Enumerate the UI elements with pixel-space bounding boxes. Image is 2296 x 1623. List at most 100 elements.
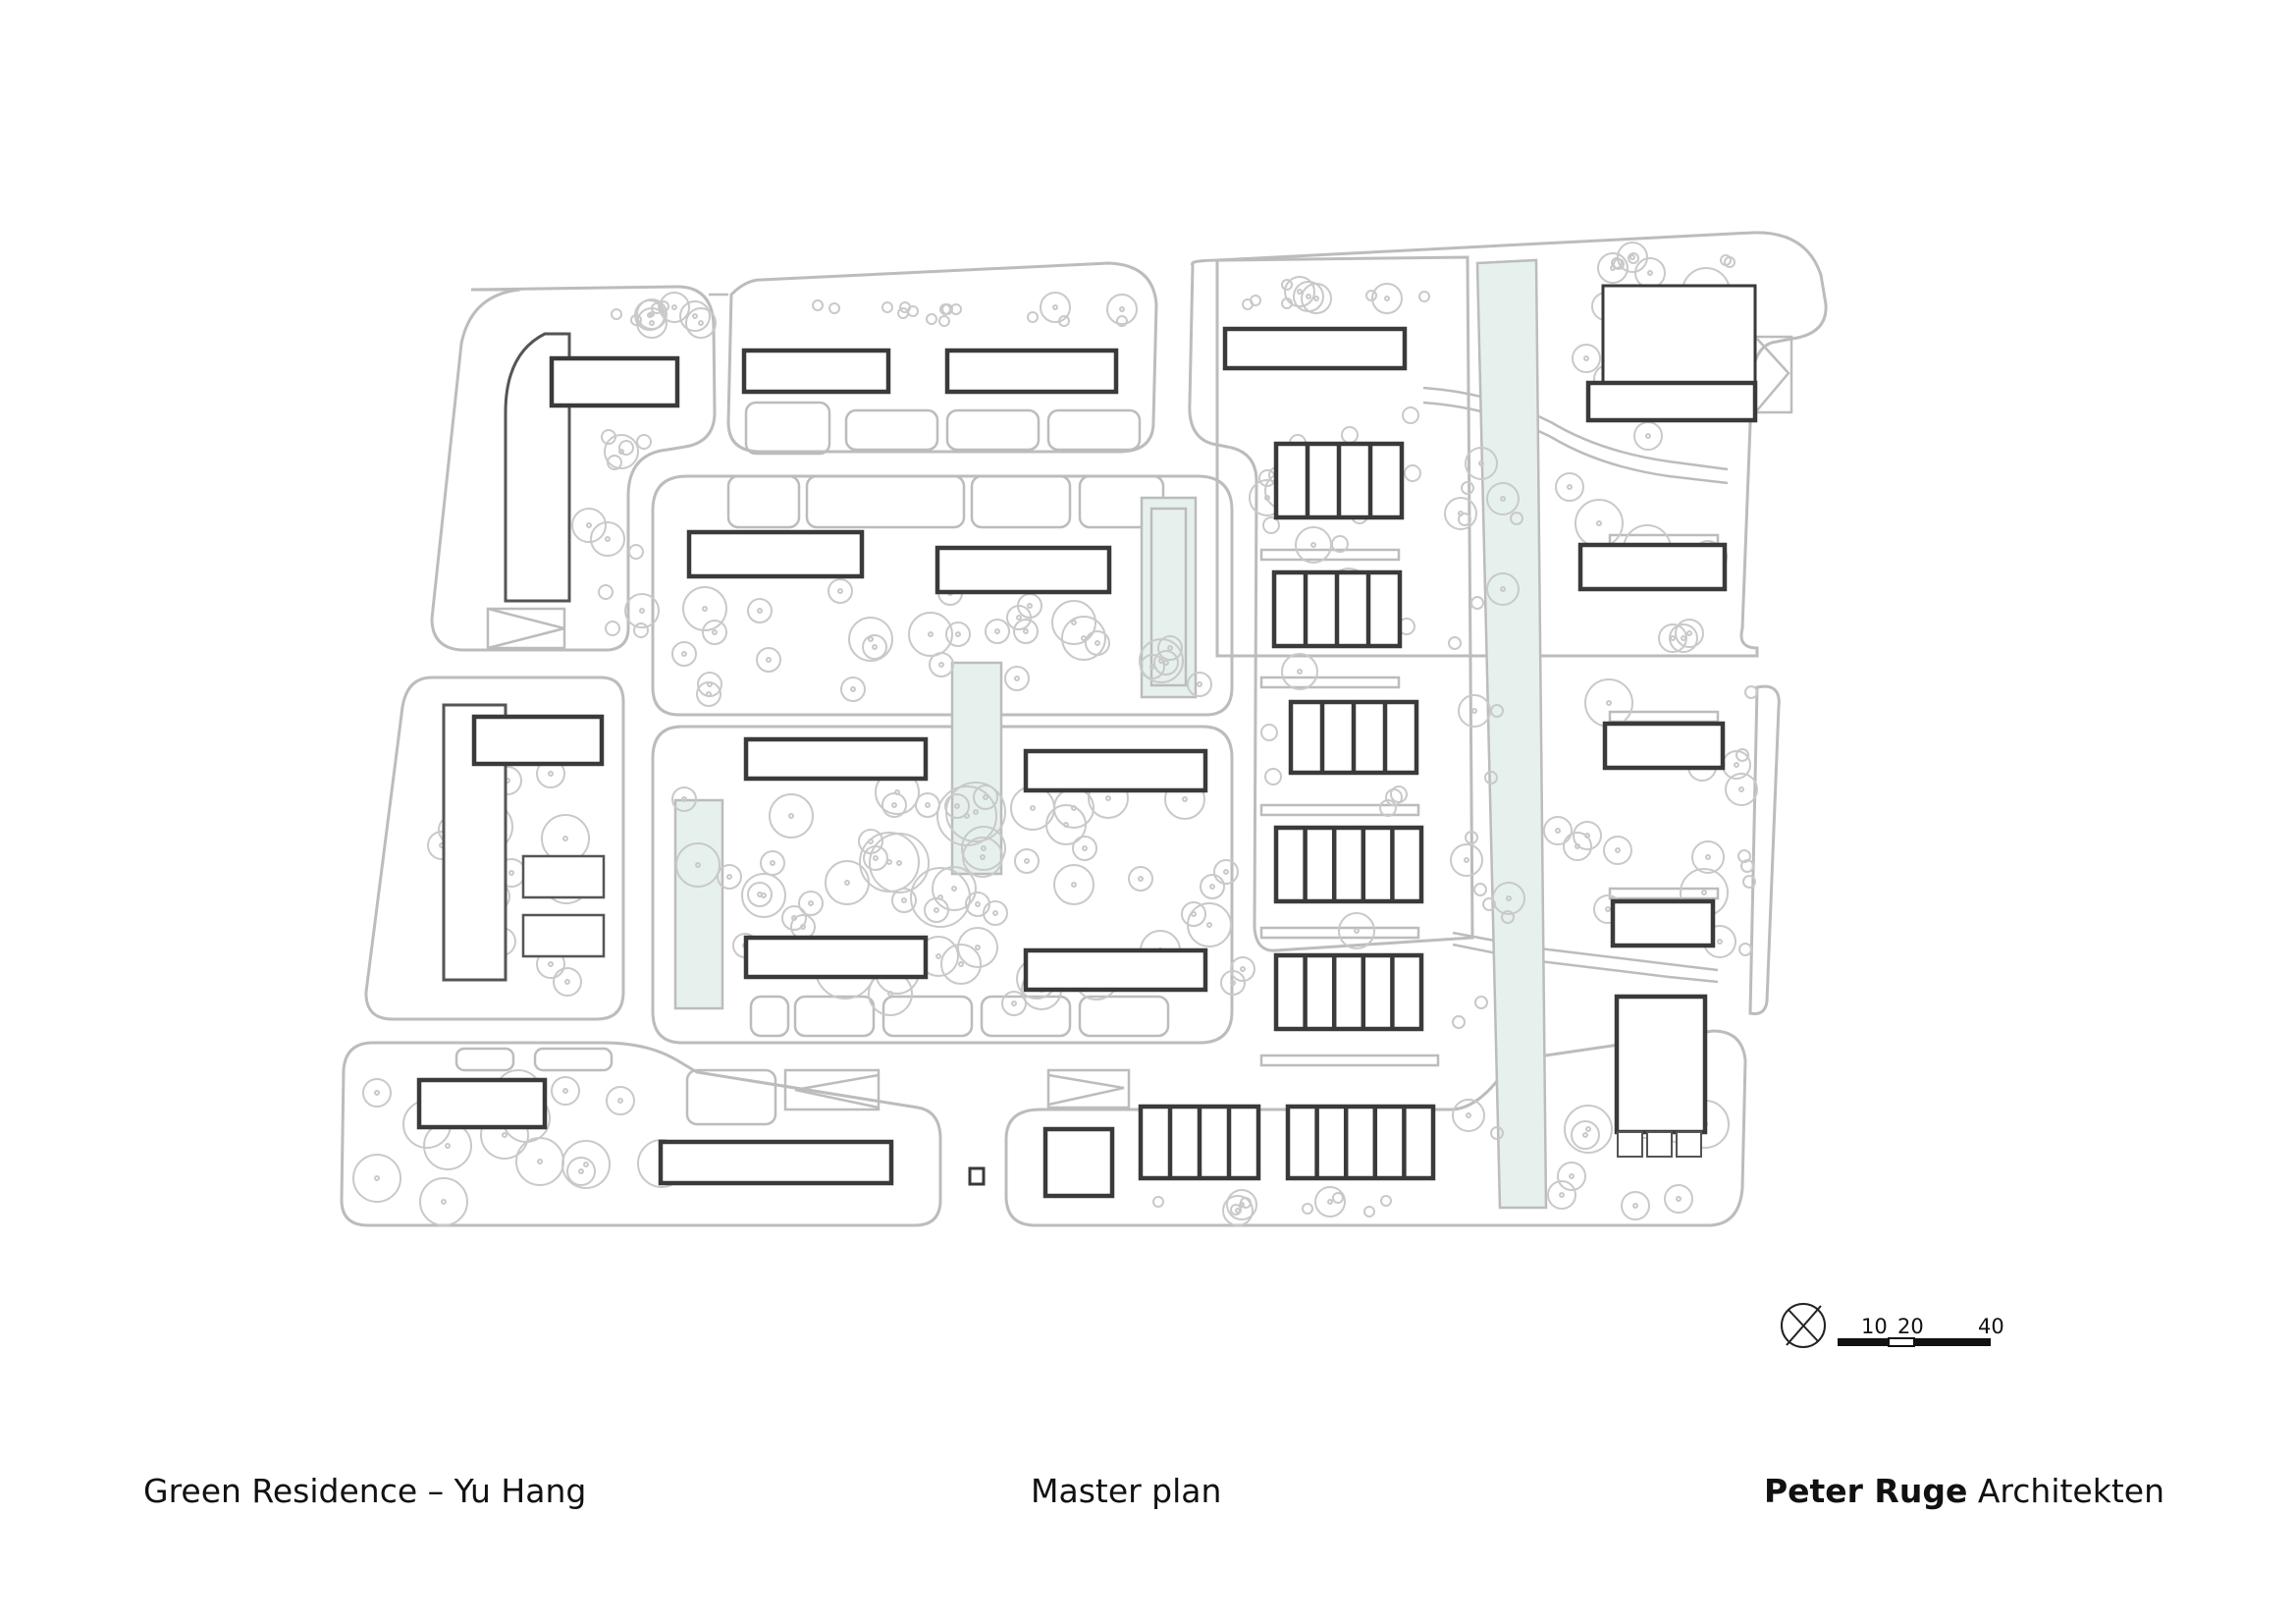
tree-250 bbox=[1557, 1162, 1586, 1191]
tree-center-56 bbox=[1197, 681, 1202, 687]
tree-24 bbox=[1058, 315, 1070, 327]
tree-center-78 bbox=[726, 874, 732, 880]
tree-17 bbox=[828, 302, 840, 314]
building-1 bbox=[549, 355, 680, 408]
tree-center-44 bbox=[712, 629, 718, 635]
building-e-tower bbox=[442, 703, 507, 982]
tree-56 bbox=[1187, 672, 1212, 697]
tree-69 bbox=[756, 647, 781, 673]
tree-30 bbox=[1293, 281, 1324, 312]
tree-center-30 bbox=[1306, 294, 1311, 299]
tree-72 bbox=[760, 850, 785, 876]
tree-201 bbox=[1486, 482, 1520, 515]
parking-strip-19 bbox=[1259, 803, 1420, 817]
tree-58 bbox=[1157, 635, 1183, 661]
building-17 bbox=[1577, 542, 1728, 592]
tree-center-203 bbox=[1464, 857, 1469, 863]
tree-center-89 bbox=[1206, 922, 1212, 928]
tree-center-103 bbox=[983, 794, 988, 800]
tree-center-57 bbox=[938, 662, 944, 668]
tree-125 bbox=[940, 944, 982, 985]
tree-70 bbox=[1051, 600, 1096, 645]
project-title: Green Residence – Yu Hang bbox=[143, 1472, 587, 1510]
tree-43 bbox=[1617, 242, 1648, 273]
building-9 bbox=[743, 935, 929, 980]
tree-25 bbox=[1116, 315, 1128, 327]
tree-266 bbox=[624, 593, 660, 628]
tree-4 bbox=[611, 308, 622, 320]
row-house-4 bbox=[1273, 825, 1424, 904]
tree-center-67 bbox=[837, 588, 843, 594]
kiosk bbox=[968, 1166, 986, 1186]
building-3 bbox=[944, 348, 1119, 395]
tree-center-60 bbox=[706, 691, 712, 697]
tree-261 bbox=[628, 544, 644, 560]
tree-111 bbox=[1220, 970, 1246, 996]
tree-208 bbox=[1465, 831, 1478, 844]
tree-108 bbox=[932, 866, 977, 911]
tree-center-108 bbox=[951, 886, 957, 892]
tree-35 bbox=[1371, 283, 1403, 314]
tree-203 bbox=[1450, 843, 1483, 877]
tree-257 bbox=[590, 521, 625, 557]
tree-center-117 bbox=[1063, 822, 1069, 828]
tree-212 bbox=[1452, 1015, 1466, 1029]
tree-165 bbox=[1314, 1186, 1346, 1217]
tree-52 bbox=[862, 634, 887, 660]
tree-45 bbox=[908, 612, 953, 657]
tree-center-107 bbox=[954, 803, 960, 809]
service-1 bbox=[1617, 1131, 1643, 1158]
tree-47 bbox=[840, 676, 866, 702]
tree-246 bbox=[1564, 1105, 1613, 1154]
tree-center-101 bbox=[695, 862, 701, 868]
tree-center-97 bbox=[887, 991, 893, 997]
tree-267 bbox=[598, 584, 614, 600]
tree-156 bbox=[515, 1137, 564, 1186]
tree-62 bbox=[1085, 630, 1110, 656]
scale-label-40: 40 bbox=[1978, 1315, 2004, 1338]
tree-center-209 bbox=[1466, 1112, 1471, 1118]
tree-213 bbox=[1465, 447, 1498, 480]
tree-219 bbox=[1490, 1126, 1504, 1140]
tree-116 bbox=[962, 837, 1003, 878]
firm-name-regular: Architekten bbox=[1977, 1472, 2164, 1510]
path-canal-east-2 bbox=[1422, 401, 1729, 485]
tree-163 bbox=[1302, 1203, 1313, 1215]
tree-90 bbox=[1072, 836, 1097, 861]
tree-center-167 bbox=[1235, 1208, 1241, 1214]
tree-228 bbox=[1573, 821, 1602, 850]
tree-34 bbox=[1281, 279, 1293, 291]
tree-211 bbox=[1461, 481, 1474, 495]
tree-153 bbox=[551, 1076, 580, 1106]
tree-23 bbox=[1040, 292, 1071, 323]
tree-252 bbox=[1664, 1184, 1693, 1214]
row-houses bbox=[1138, 441, 1436, 1181]
tree-center-87 bbox=[1011, 1001, 1017, 1006]
tree-209 bbox=[1452, 1099, 1485, 1132]
tree-263 bbox=[618, 440, 634, 456]
tree-119 bbox=[859, 832, 920, 893]
ramp-3 bbox=[1046, 1068, 1131, 1109]
tree-center-96 bbox=[891, 802, 897, 808]
tree-center-102 bbox=[1240, 966, 1246, 972]
parking-strip-4 bbox=[1046, 408, 1142, 452]
tree-center-132 bbox=[548, 771, 554, 777]
tree-106 bbox=[781, 905, 807, 931]
building-20 bbox=[1614, 994, 1708, 1135]
tree-center-93 bbox=[992, 910, 998, 916]
block-h-outline bbox=[1215, 231, 1828, 658]
tree-164 bbox=[1380, 1195, 1392, 1207]
tree-center-76 bbox=[681, 796, 687, 802]
block-f-outline bbox=[340, 1041, 942, 1227]
tree-center-243 bbox=[1681, 635, 1686, 641]
tree-center-255 bbox=[1582, 1132, 1588, 1138]
tree-60 bbox=[696, 681, 721, 707]
tree-center-52 bbox=[872, 644, 878, 650]
tree-122 bbox=[945, 782, 1006, 842]
tree-255 bbox=[1571, 1120, 1600, 1150]
tree-center-246 bbox=[1585, 1126, 1591, 1132]
tree-center-240 bbox=[1670, 635, 1676, 641]
tree-7 bbox=[685, 307, 717, 339]
tree-193 bbox=[1402, 406, 1419, 424]
